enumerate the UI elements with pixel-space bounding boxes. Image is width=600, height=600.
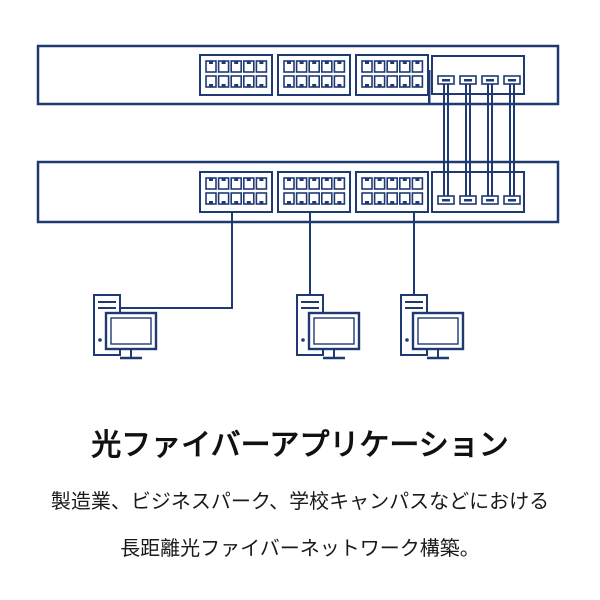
switch-bottom-port-group-2 <box>277 171 351 213</box>
sfp-port <box>503 195 521 205</box>
sfp-port <box>437 195 455 205</box>
caption-line-2: 長距離光ファイバーネットワーク構築。 <box>120 536 480 560</box>
computer-1 <box>93 294 158 360</box>
switch-bottom <box>36 160 560 224</box>
network-diagram <box>36 44 560 360</box>
sfp-port <box>459 195 477 205</box>
computer-2 <box>296 294 361 360</box>
sfp-port <box>437 75 455 85</box>
cable-to-computer-1 <box>120 212 233 309</box>
switch-top-port-group-1 <box>199 54 273 96</box>
switch-top-port-group-3 <box>355 54 429 96</box>
sfp-port <box>459 75 477 85</box>
computer-3 <box>400 294 465 360</box>
switch-bottom-port-group-3 <box>355 171 429 213</box>
switch-top-port-group-2 <box>277 54 351 96</box>
sfp-port <box>481 195 499 205</box>
caption-title: 光ファイバーアプリケーション <box>91 428 509 463</box>
switch-top <box>36 44 560 106</box>
sfp-port <box>481 75 499 85</box>
fiber-links <box>443 84 515 196</box>
switch-bottom-port-group-1 <box>199 171 273 213</box>
ethernet-cables <box>120 212 415 309</box>
caption-line-1: 製造業、ビジネスパーク、学校キャンパスなどにおける <box>50 489 550 513</box>
switch-bottom-sfp-block <box>431 171 525 213</box>
computer-monitor <box>307 311 361 351</box>
switch-top-sfp-block <box>431 55 525 95</box>
sfp-port <box>503 75 521 85</box>
